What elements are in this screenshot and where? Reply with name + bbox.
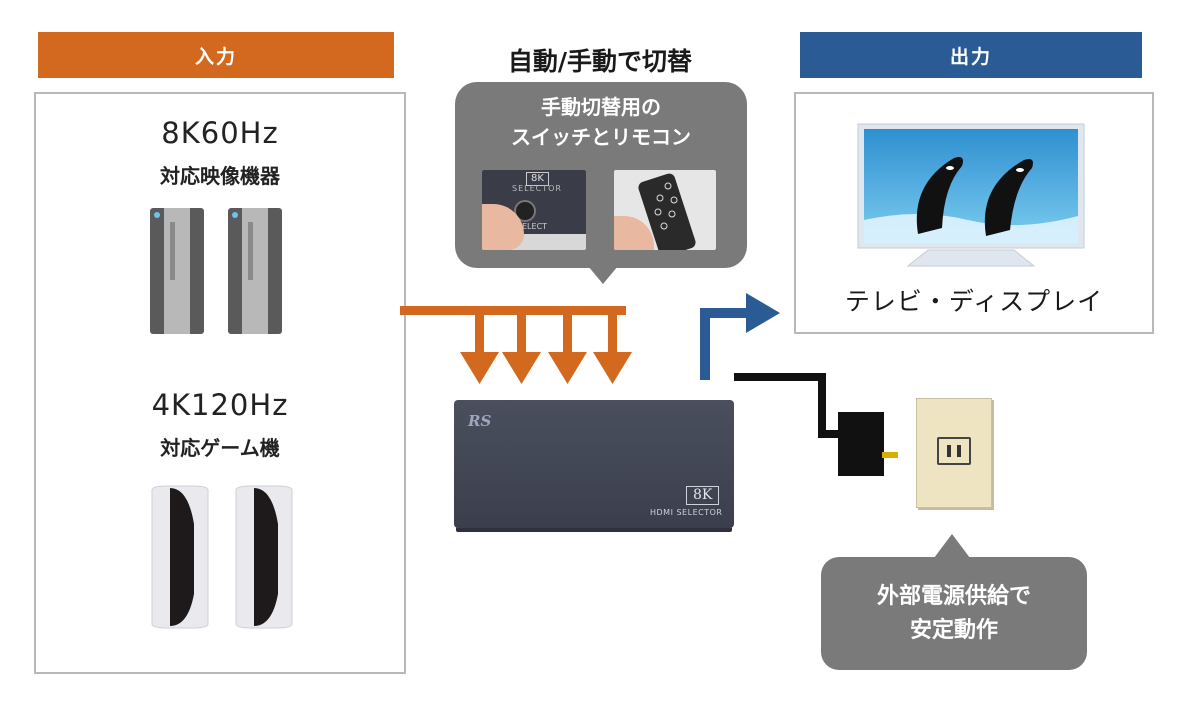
device2-label: 対応ゲーム機	[160, 436, 280, 460]
input-arrow-1	[460, 306, 499, 384]
device-badge: 8K	[686, 486, 720, 505]
power-bubble-line2: 安定動作	[909, 617, 998, 643]
switch-badge: 8K	[526, 172, 549, 186]
switch-caption: SELECTOR	[512, 184, 562, 193]
input-panel	[34, 92, 406, 674]
switching-title: 自動/手動で切替	[507, 47, 693, 76]
device1-label: 対応映像機器	[160, 164, 280, 188]
input-arrow-4	[593, 306, 632, 384]
remote-buttons	[654, 182, 678, 230]
remote-bubble-tail	[588, 266, 618, 284]
outlet-socket	[937, 437, 971, 465]
device-logo: RS	[468, 412, 492, 430]
pc-tower-right	[228, 208, 282, 334]
hdmi-selector-device: RS 8K HDMI SELECTOR	[454, 400, 734, 528]
device-caption: HDMI SELECTOR	[650, 508, 723, 517]
remote-photo	[614, 170, 716, 250]
output-header: 出力	[800, 32, 1142, 78]
tv-icon	[857, 123, 1085, 267]
output-header-label: 出力	[949, 45, 992, 68]
pc-tower-icons	[150, 208, 282, 334]
orca-left	[916, 157, 963, 234]
input-arrow-2	[502, 306, 541, 384]
remote-bubble-line1: 手動切替用の	[541, 95, 661, 119]
input-header: 入力	[38, 32, 394, 78]
device2-spec: 4K120Hz	[151, 388, 289, 422]
remote-bubble-line2: スイッチとリモコン	[511, 125, 691, 149]
pc-tower-left	[150, 208, 204, 334]
input-arrow-3	[548, 306, 587, 384]
device1-spec: 8K60Hz	[161, 116, 279, 150]
switch-photo: 8K SELECTOR ELECT	[482, 170, 586, 250]
input-arrow-trunk	[400, 306, 626, 315]
game-console-icons	[151, 485, 293, 629]
input-header-label: 入力	[194, 45, 237, 68]
switch-button	[514, 200, 536, 222]
power-bubble-tail	[934, 534, 970, 558]
outlet-slot-right	[957, 445, 961, 457]
wall-outlet	[916, 398, 992, 508]
game-console-left	[151, 485, 209, 629]
switch-button-text: ELECT	[522, 222, 548, 231]
power-bubble: 外部電源供給で 安定動作	[821, 557, 1087, 670]
orca-right	[984, 159, 1033, 236]
game-console-right	[235, 485, 293, 629]
outlet-slot-left	[947, 445, 951, 457]
power-adapter	[838, 412, 898, 476]
tv-label: テレビ・ディスプレイ	[844, 287, 1104, 316]
power-bubble-line1: 外部電源供給で	[876, 583, 1031, 609]
